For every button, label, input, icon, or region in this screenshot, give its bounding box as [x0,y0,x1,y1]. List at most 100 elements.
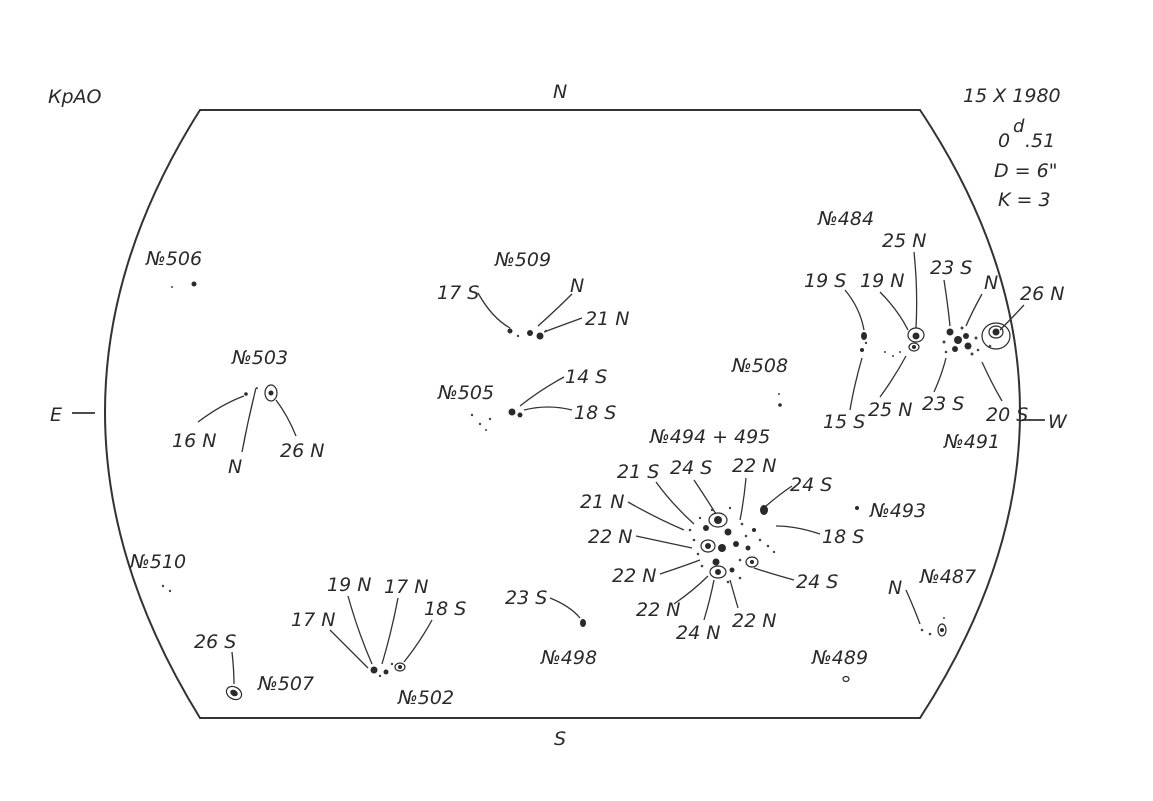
r509-leader-1 [477,292,511,329]
diameter-label: D = 6" [994,160,1057,182]
region-508-spots [778,393,782,407]
disk-outline [104,109,1021,719]
r484-leader-2 [844,289,865,331]
r484-note-1: 25 N [882,230,926,252]
r494-note-7: 22 N [588,526,632,548]
r484-note-9: 23 S [922,393,964,415]
r494-leader-12 [729,579,739,609]
region-484-spots [860,322,1011,357]
region-491-label: №491 [943,431,1000,453]
r494-leader-6 [775,525,821,535]
north-label: N [553,81,567,103]
region-494-spots [688,505,776,584]
r484-leader-8 [879,355,907,398]
region-505-spots [470,408,523,431]
r484-note-6: 26 N [1020,283,1064,305]
region-503-label: №503 [231,347,288,369]
r509-note-3: 21 N [585,308,629,330]
r503-note-2: N [228,456,242,478]
region-507-label: №507 [257,673,314,695]
r484-leader-9 [933,357,947,393]
r502-leader-4 [403,619,433,663]
region-502-spots [370,662,406,678]
r484-note-7: 15 S [823,411,865,433]
west-label: W [1048,411,1068,433]
south-label: S [554,728,566,750]
region-489-label: №489 [811,647,868,669]
region-503-spots [244,384,278,402]
r502-note-4: 18 S [424,598,466,620]
r502-note-1: 19 N [327,574,371,596]
r484-leader-10 [981,361,1003,402]
r494-note-4: 24 S [790,474,832,496]
r494-leader-8 [659,559,701,575]
r494-note-6: 18 S [822,526,864,548]
svg-text:0: 0 [998,130,1010,152]
region-510-spots [161,584,172,593]
r484-note-5: N [984,272,998,294]
r503-leader-3 [275,399,297,437]
r494-note-12: 22 N [732,610,776,632]
r494-note-11: 24 N [676,622,720,644]
r484-note-2: 19 S [804,270,846,292]
r484-leader-7 [849,357,863,411]
region-493-label: №493 [869,500,926,522]
r494-leader-3 [739,477,747,521]
region-508-label: №508 [731,355,788,377]
k-value-label: K = 3 [998,189,1051,211]
region-510-label: №510 [129,551,186,573]
r505-note-1: 14 S [565,366,607,388]
region-505-label: №505 [437,382,494,404]
region-502-label: №502 [397,687,454,709]
time-label: 0 d .51 [998,116,1055,152]
r494-leader-1 [655,481,695,525]
r494-leader-4 [765,485,793,507]
r484-note-4: 23 S [930,257,972,279]
region-487-label: №487 [919,566,976,588]
svg-text:.51: .51 [1025,130,1055,152]
r494-note-8: 22 N [612,565,656,587]
region-507-spots [225,685,243,701]
r494-note-3: 22 N [732,455,776,477]
r484-note-8: 25 N [868,399,912,421]
r494-leader-5 [627,501,685,531]
r509-note-2: N [570,275,584,297]
r502-note-3: 17 N [291,609,335,631]
r503-note-3: 26 N [280,440,324,462]
region-506-spot [191,281,197,287]
r487-note-1: N [888,577,902,599]
region-498-label: №498 [540,647,597,669]
r505-note-2: 18 S [574,402,616,424]
r487-leader-1 [905,589,921,625]
r502-leader-1 [347,595,373,665]
r494-leader-2 [693,479,717,515]
r484-leader-1 [913,251,918,329]
r503-leader-2 [241,387,257,453]
r484-leader-4 [943,279,951,327]
r494-leader-9 [753,567,795,581]
r484-leader-3 [879,291,909,331]
r484-leader-5 [965,293,983,327]
r505-leader-1 [519,376,565,407]
r503-leader-1 [197,395,245,423]
r509-leader-3 [543,317,583,333]
east-label: E [50,404,62,426]
date-label: 15 X 1980 [963,85,1061,107]
region-484-label: №484 [817,208,874,230]
r509-note-1: 17 S [437,282,479,304]
r494-leader-10 [673,575,709,605]
r494-note-9: 24 S [796,571,838,593]
r484-note-3: 19 N [860,270,904,292]
r505-leader-2 [523,406,573,411]
region-509-label: №509 [494,249,551,271]
r502-leader-2 [381,597,399,665]
r494-note-1: 21 S [617,461,659,483]
r503-note-1: 16 N [172,430,216,452]
r494-note-2: 24 S [670,457,712,479]
r507-note-1: 26 S [194,631,236,653]
svg-text:d: d [1013,116,1025,137]
r507-leader-1 [231,651,235,685]
region-506-pore [171,286,173,288]
r484-note-10: 20 S [986,404,1028,426]
r494-leader-11 [703,579,715,621]
